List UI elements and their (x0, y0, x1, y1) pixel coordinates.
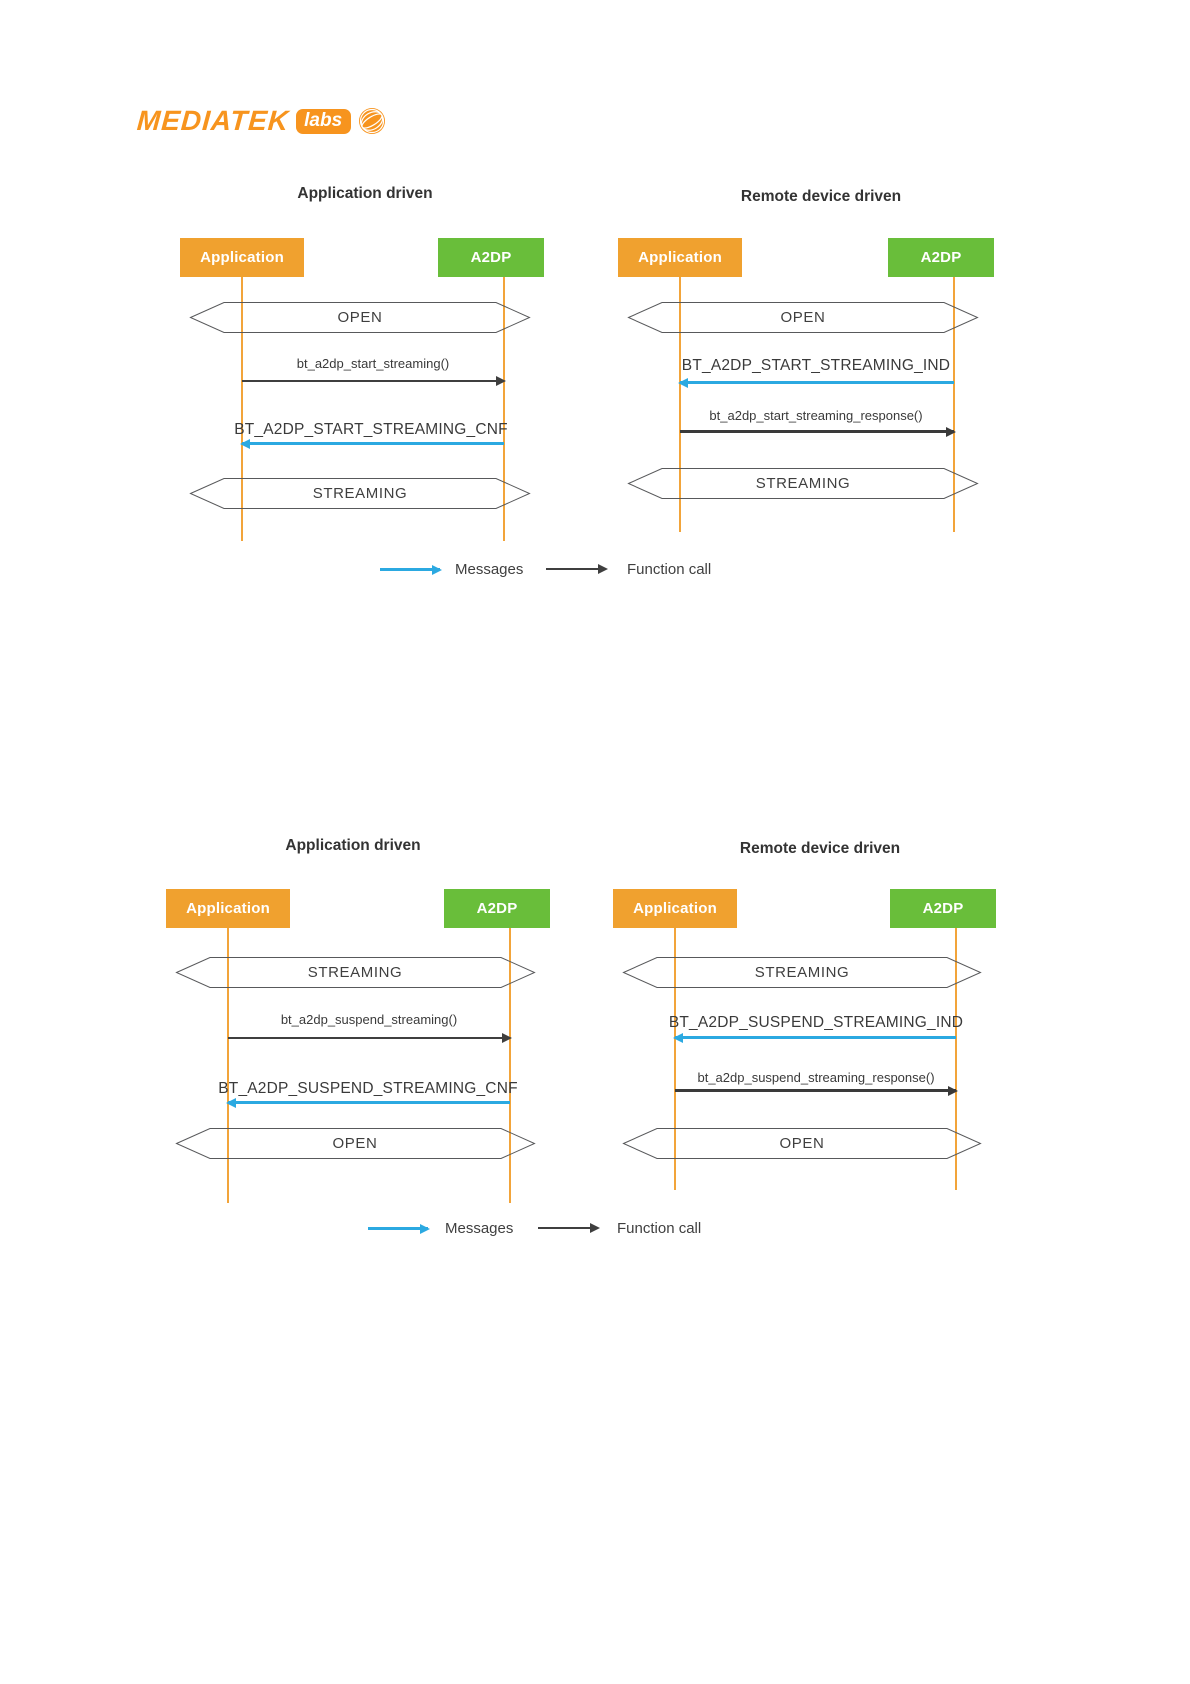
arrowhead-left-icon (240, 438, 250, 449)
mediatek-labs-logo: MEDIATEK labs (135, 104, 386, 138)
function-call-arrow (675, 1085, 958, 1096)
actor-a2dp: A2DP (890, 889, 996, 928)
arrowhead-right-icon (432, 564, 442, 575)
lifeline-application (679, 277, 681, 532)
state-label: OPEN (779, 1135, 825, 1152)
message-arrow (240, 438, 504, 449)
lifeline-a2dp (953, 277, 955, 532)
actor-application: Application (613, 889, 737, 928)
state-label: STREAMING (312, 485, 408, 502)
legend-messages-label: Messages (455, 561, 524, 578)
legend-function-arrow-icon (538, 1223, 600, 1233)
lifeline-application (241, 277, 243, 541)
legend-message-arrow-icon (380, 564, 442, 575)
actor-application: Application (180, 238, 304, 277)
state-hexagon (175, 957, 536, 988)
labs-badge: labs (296, 108, 352, 134)
arrowhead-right-icon (502, 1033, 512, 1043)
state-label: STREAMING (754, 964, 850, 981)
state-label: STREAMING (755, 475, 851, 492)
legend-function-call-label: Function call (617, 1220, 702, 1237)
globe-icon (359, 108, 386, 134)
arrowhead-left-icon (678, 377, 688, 388)
state-hexagon (189, 302, 531, 333)
state-hexagon (189, 478, 531, 509)
state-label: OPEN (337, 309, 383, 326)
legend-messages-label: Messages (445, 1220, 514, 1237)
diagram-title: Remote device driven (740, 188, 902, 205)
actor-application: Application (166, 889, 290, 928)
lifeline-a2dp (503, 277, 505, 541)
mediatek-wordmark: MEDIATEK (135, 105, 291, 136)
lifeline-application (227, 928, 229, 1203)
lifeline-application (674, 928, 676, 1190)
arrowhead-right-icon (948, 1085, 958, 1096)
legend-message-arrow-icon (368, 1223, 430, 1234)
message-arrow (678, 377, 954, 388)
actor-a2dp: A2DP (438, 238, 544, 277)
function-call-label: bt_a2dp_suspend_streaming() (280, 1012, 458, 1027)
arrowhead-left-icon (226, 1097, 236, 1108)
legend-function-arrow-icon (546, 564, 608, 574)
state-hexagon (627, 302, 979, 333)
message-label: BT_A2DP_START_STREAMING_CNF (234, 421, 508, 438)
actor-a2dp: A2DP (888, 238, 994, 277)
function-call-arrow (242, 376, 506, 386)
arrowhead-right-icon (946, 426, 956, 437)
diagram-title: Application driven (285, 837, 421, 854)
function-call-label: bt_a2dp_suspend_streaming_response() (697, 1070, 935, 1085)
message-label: BT_A2DP_SUSPEND_STREAMING_IND (668, 1014, 964, 1031)
state-hexagon (622, 957, 982, 988)
arrowhead-right-icon (598, 564, 608, 574)
diagram-title: Remote device driven (739, 840, 901, 857)
lifeline-a2dp (955, 928, 957, 1190)
arrowhead-right-icon (590, 1223, 600, 1233)
arrowhead-right-icon (496, 376, 506, 386)
function-call-arrow (228, 1033, 512, 1043)
lifeline-a2dp (509, 928, 511, 1203)
actor-application: Application (618, 238, 742, 277)
function-call-arrow (680, 426, 956, 437)
state-label: OPEN (332, 1135, 378, 1152)
arrowhead-left-icon (673, 1032, 683, 1043)
function-call-label: bt_a2dp_start_streaming() (296, 356, 450, 371)
state-hexagon (622, 1128, 982, 1159)
diagram-title: Application driven (297, 185, 433, 202)
state-label: STREAMING (307, 964, 403, 981)
function-call-label: bt_a2dp_start_streaming_response() (709, 408, 923, 423)
message-arrow (673, 1032, 956, 1043)
state-hexagon (175, 1128, 536, 1159)
message-arrow (226, 1097, 510, 1108)
state-hexagon (627, 468, 979, 499)
legend-function-call-label: Function call (627, 561, 712, 578)
arrowhead-right-icon (420, 1223, 430, 1234)
actor-a2dp: A2DP (444, 889, 550, 928)
state-label: OPEN (780, 309, 826, 326)
message-label: BT_A2DP_START_STREAMING_IND (681, 357, 951, 374)
message-label: BT_A2DP_SUSPEND_STREAMING_CNF (218, 1080, 518, 1097)
